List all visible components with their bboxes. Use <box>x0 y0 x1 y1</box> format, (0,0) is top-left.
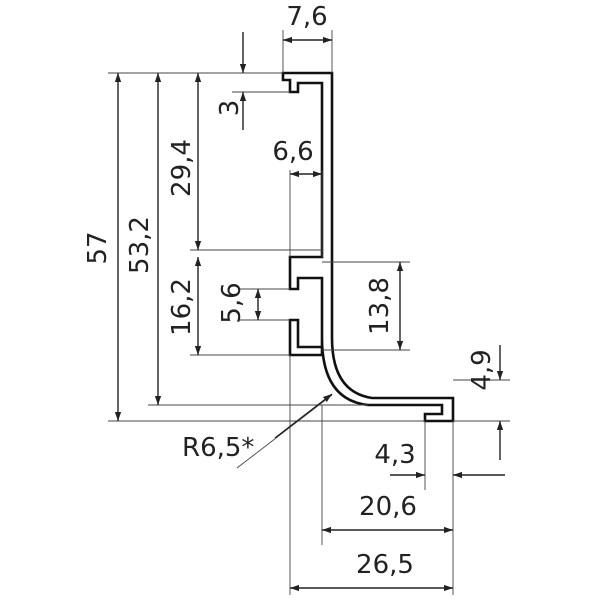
dim-hook-width: 4,3 <box>374 440 415 470</box>
dim-foot-width: 20,6 <box>359 492 417 522</box>
dim-hook-height: 4,9 <box>467 349 497 390</box>
dim-height-upper: 29,4 <box>167 139 197 197</box>
dim-height-total: 57 <box>83 231 113 264</box>
dim-top-width: 7,6 <box>286 2 327 32</box>
dim-inner-width: 6,6 <box>272 137 313 167</box>
dim-channel-height: 13,8 <box>365 277 395 335</box>
dim-height-slot: 16,2 <box>167 278 197 336</box>
radius-label: R6,5* <box>182 433 254 463</box>
dim-slot-gap: 5,6 <box>217 282 247 323</box>
dim-height-mid: 53,2 <box>125 216 155 274</box>
dimension-lines <box>114 32 505 592</box>
dim-overall-width: 26,5 <box>356 550 414 580</box>
dim-lip-depth: 3 <box>215 100 245 117</box>
aluminium-profile-outline <box>281 71 455 423</box>
extension-lines <box>108 30 510 595</box>
